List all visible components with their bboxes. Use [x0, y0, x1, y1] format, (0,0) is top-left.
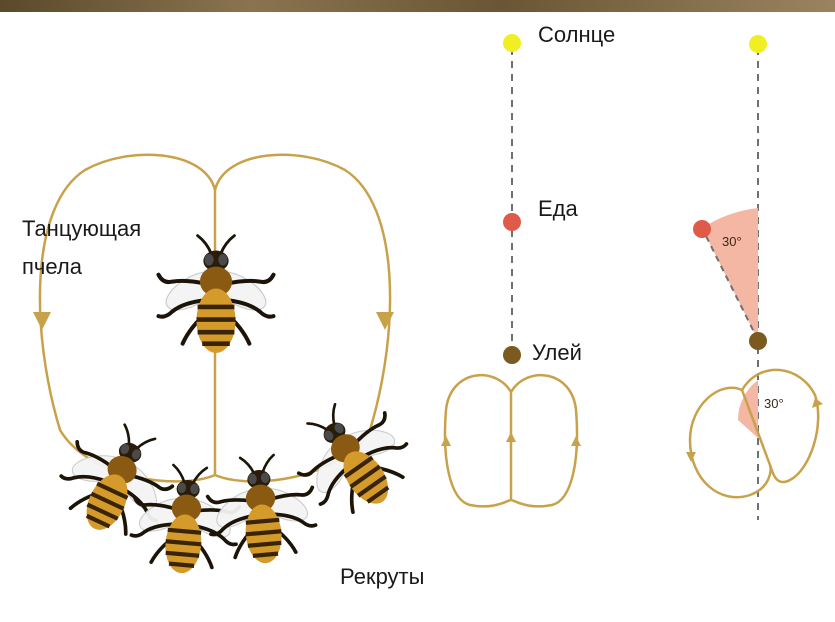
dancer-label-line1: Танцующая — [22, 216, 141, 242]
angle-label-bottom: 30° — [764, 396, 784, 412]
arrow-up-icon — [571, 436, 581, 446]
arrow-down-left-icon — [33, 312, 51, 330]
hive-marker-right — [749, 332, 767, 350]
arrow-up-icon — [441, 436, 451, 446]
food-marker — [503, 213, 521, 231]
angle-label-top: 30° — [722, 234, 742, 250]
arrow-down-icon — [686, 452, 696, 462]
sun-marker-right — [749, 35, 767, 53]
top-photo-strip — [0, 0, 835, 12]
dancer-label-line2: пчела — [22, 254, 82, 280]
food-marker-right — [693, 220, 711, 238]
dancing-bee-image — [159, 236, 274, 353]
sun-label: Солнце — [538, 22, 615, 48]
recruits-label: Рекруты — [340, 564, 424, 590]
food-label: Еда — [538, 196, 578, 222]
hive-label: Улей — [532, 340, 582, 366]
recruit-bee-image — [205, 452, 319, 568]
arrow-down-right-icon — [376, 312, 394, 330]
hive-marker — [503, 346, 521, 364]
sun-marker — [503, 34, 521, 52]
arrow-up-icon — [506, 432, 516, 442]
